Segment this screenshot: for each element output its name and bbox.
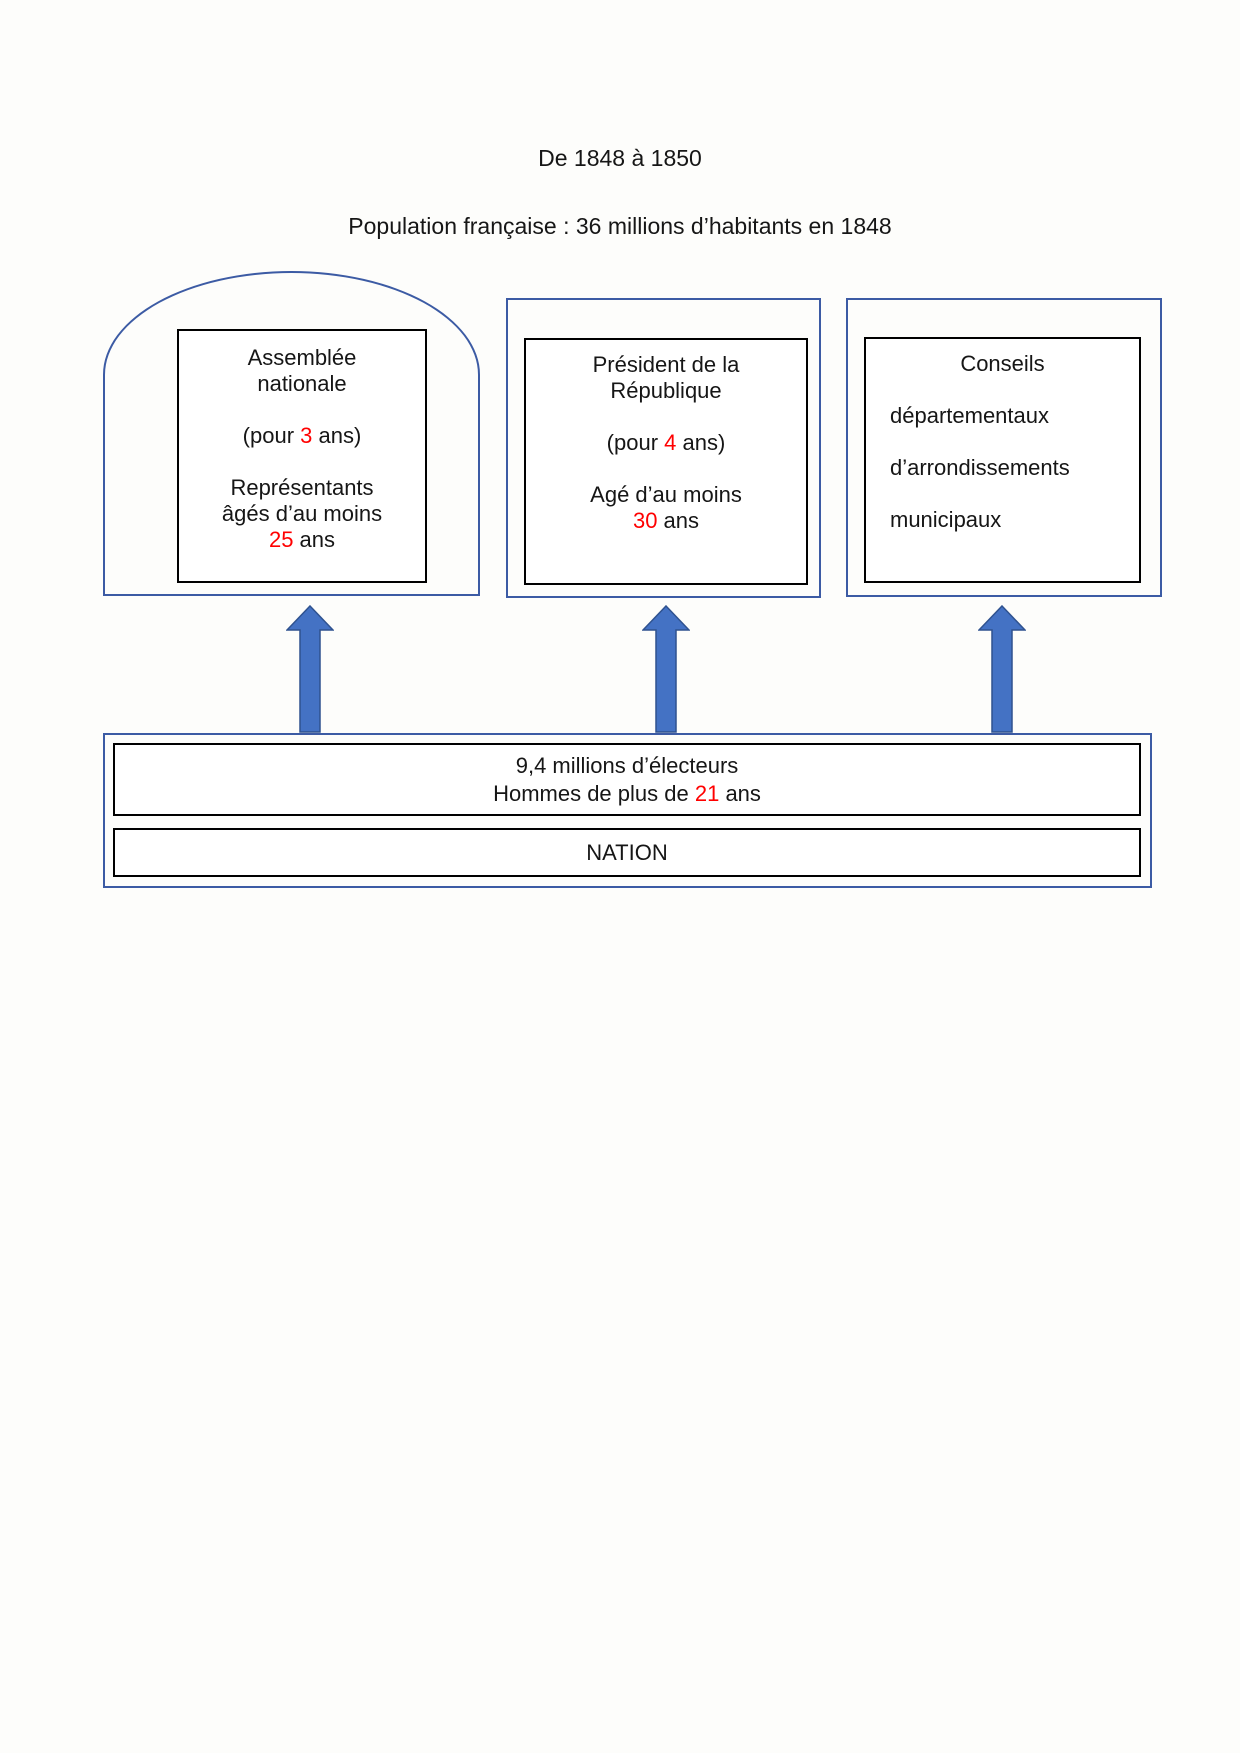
president-box: Président de la République (pour 4 ans) … bbox=[524, 338, 808, 585]
president-term-years: 4 bbox=[664, 430, 677, 455]
electorate-min-age: 21 bbox=[694, 780, 720, 806]
president-outer-box bbox=[506, 298, 821, 598]
assemblee-term-years: 3 bbox=[300, 423, 313, 448]
conseils-box: Conseils départementaux d’arrondissement… bbox=[864, 337, 1141, 583]
conseils-item-arrondissements: d’arrondissements bbox=[890, 455, 1070, 480]
assemblee-members: Représentants âgés d’au moins 25 ans bbox=[221, 475, 383, 552]
nation-label: NATION bbox=[586, 840, 668, 865]
electorate-box: 9,4 millions d’électeurs Hommes de plus … bbox=[113, 743, 1141, 816]
up-arrow-to-conseils-icon bbox=[978, 605, 1026, 733]
president-age: Agé d’au moins 30 ans bbox=[590, 482, 742, 533]
assemblee-name: Assemblée nationale bbox=[247, 345, 357, 396]
page-title: De 1848 à 1850 bbox=[538, 145, 702, 171]
assemblee-min-age: 25 bbox=[268, 527, 294, 552]
assemblee-box: Assemblée nationale (pour 3 ans) Représe… bbox=[177, 329, 427, 583]
page-subtitle: Population française : 36 millions d’hab… bbox=[348, 213, 892, 239]
electorate-line1: 9,4 millions d’électeurs bbox=[515, 752, 739, 778]
nation-box: NATION bbox=[113, 828, 1141, 877]
conseils-item-departementaux: départementaux bbox=[890, 403, 1049, 428]
up-arrow-to-president-icon bbox=[642, 605, 690, 733]
conseils-item-municipaux: municipaux bbox=[890, 507, 1002, 532]
nation-outer-box bbox=[103, 733, 1152, 888]
assemblee-term: (pour 3 ans) bbox=[242, 423, 362, 448]
president-min-age: 30 bbox=[632, 508, 658, 533]
conseils-title: Conseils bbox=[960, 351, 1045, 376]
electorate-line2: Hommes de plus de 21 ans bbox=[493, 780, 761, 806]
president-name: Président de la République bbox=[592, 352, 740, 403]
conseils-outer-box bbox=[846, 298, 1162, 597]
president-term: (pour 4 ans) bbox=[606, 430, 726, 455]
up-arrow-to-assemblee-icon bbox=[286, 605, 334, 733]
assemblee-arch-shape bbox=[103, 271, 480, 596]
